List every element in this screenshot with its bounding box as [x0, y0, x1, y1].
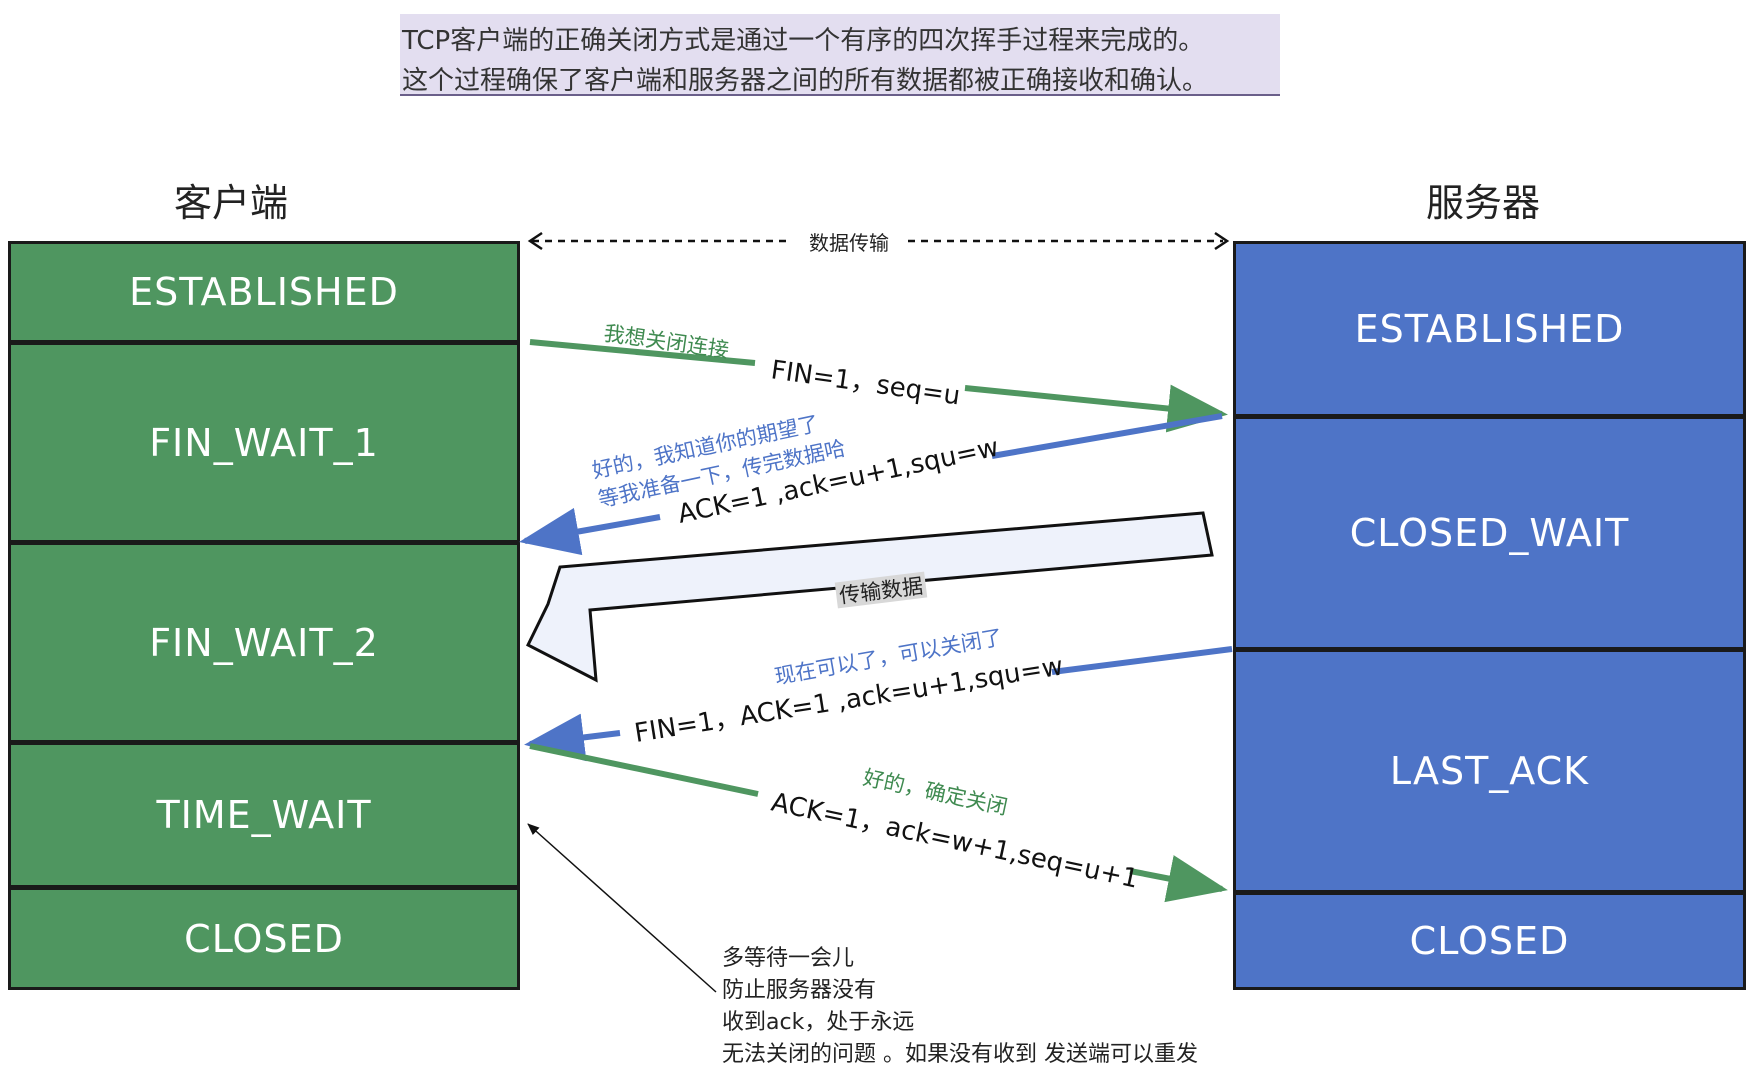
- data-transfer-block-arrow: [526, 511, 1214, 683]
- fin-label: FIN=1，seq=u: [769, 355, 962, 411]
- header-highlight: [400, 14, 1280, 96]
- note-line-1: 多等待一会儿: [722, 946, 855, 971]
- client-state-time-wait: TIME_WAIT: [11, 745, 517, 890]
- client-state-fin-wait-2: FIN_WAIT_2: [11, 545, 517, 745]
- data-transfer-arrow: [527, 231, 1230, 251]
- client-state-column: ESTABLISHED FIN_WAIT_1 FIN_WAIT_2 TIME_W…: [8, 241, 520, 990]
- header-line-1: TCP客户端的正确关闭方式是通过一个有序的四次挥手过程来完成的。: [402, 26, 1205, 56]
- client-state-fin-wait-1: FIN_WAIT_1: [11, 345, 517, 545]
- client-state-closed: CLOSED: [184, 916, 344, 961]
- note-line-2: 防止服务器没有: [722, 978, 877, 1003]
- server-state-column: ESTABLISHED CLOSED_WAIT LAST_ACK CLOSED: [1233, 241, 1746, 990]
- fin-ack-arrow: [524, 646, 1233, 762]
- header-line-2: 这个过程确保了客户端和服务器之间的所有数据都被正确接收和确认。: [402, 66, 1209, 96]
- client-state-established: ESTABLISHED: [11, 244, 517, 345]
- server-state-closed: CLOSED: [1409, 919, 1570, 963]
- fin-arrow: [529, 339, 1228, 433]
- ack-arrow: [519, 413, 1223, 556]
- transfer-label-bg: [834, 571, 928, 609]
- data-transfer-label: 数据传输: [809, 231, 889, 255]
- server-title: 服务器: [1426, 181, 1541, 225]
- note-line-4: 无法关闭的问题 。如果没有收到 发送端可以重发: [722, 1042, 1198, 1067]
- final-ack-arrow: [529, 743, 1228, 903]
- client-title: 客户端: [174, 181, 289, 225]
- server-state-closed-wait: CLOSED_WAIT: [1236, 419, 1743, 652]
- server-state-established: ESTABLISHED: [1236, 244, 1743, 419]
- server-state-last-ack: LAST_ACK: [1236, 652, 1743, 895]
- note-line-3: 收到ack，处于永远: [722, 1010, 915, 1035]
- note-pointer-arrow: [527, 823, 717, 993]
